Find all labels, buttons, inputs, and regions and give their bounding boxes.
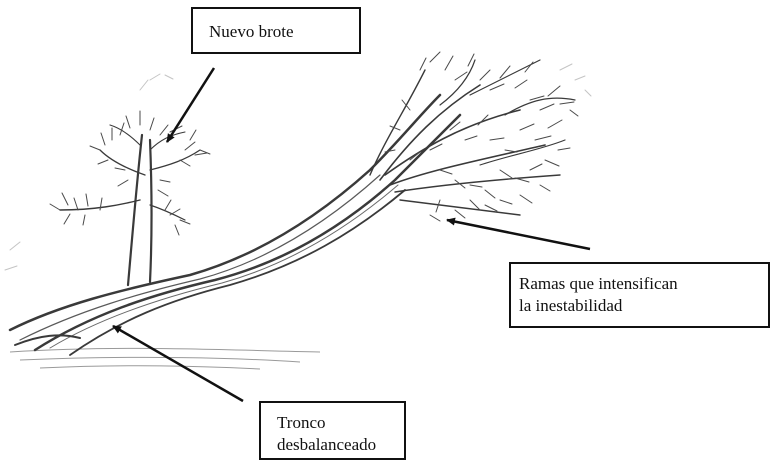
leaning-trunk <box>10 95 460 355</box>
new-sprout <box>60 125 200 285</box>
sprout-foliage <box>50 111 210 235</box>
label-tronco-line2: desbalanceado <box>277 434 404 456</box>
arrow-nuevo-brote <box>167 68 214 142</box>
arrow-ramas <box>447 220 590 249</box>
label-ramas-line2: la inestabilidad <box>519 295 768 317</box>
label-nuevo-brote-text: Nuevo brote <box>209 21 359 43</box>
label-ramas-line1: Ramas que intensifican <box>519 273 768 295</box>
crown-foliage <box>385 52 578 221</box>
faint-sketch-marks <box>5 64 591 270</box>
label-nuevo-brote: Nuevo brote <box>191 7 361 54</box>
label-tronco: Tronco desbalanceado <box>259 401 406 460</box>
ground-lines <box>10 348 320 369</box>
label-ramas: Ramas que intensifican la inestabilidad <box>509 262 770 328</box>
label-tronco-line1: Tronco <box>277 412 404 434</box>
arrow-tronco <box>113 326 243 401</box>
